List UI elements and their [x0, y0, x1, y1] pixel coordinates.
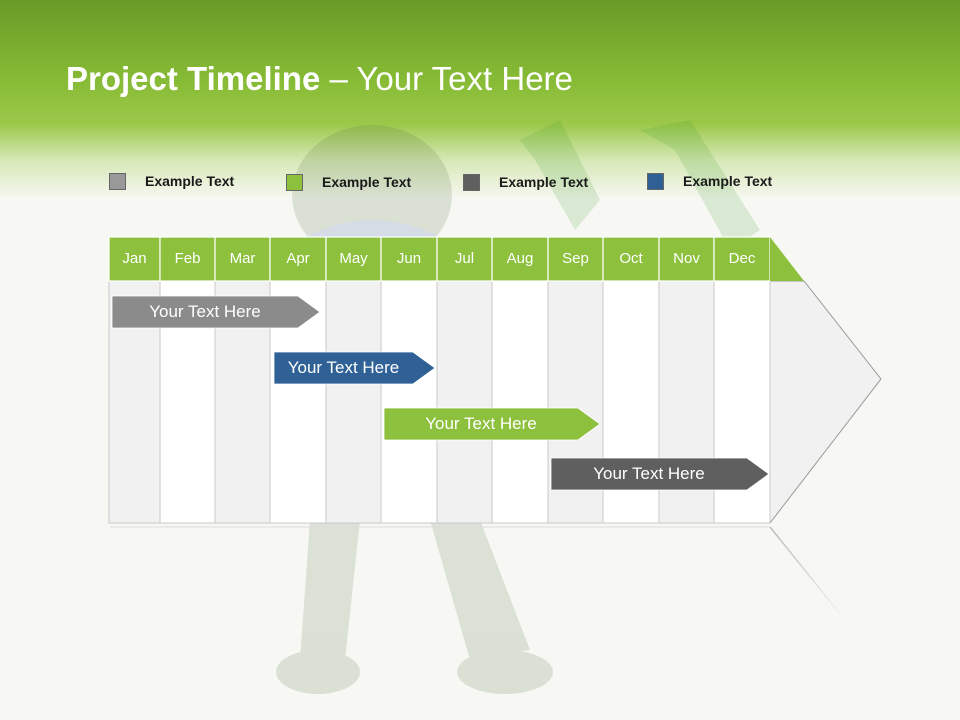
task-label-1: Your Text Here: [149, 302, 261, 321]
timeline-header-tip: [770, 237, 804, 281]
header-band: [0, 0, 960, 200]
slide-title-rest: – Your Text Here: [320, 60, 573, 97]
legend-swatch-1: [109, 172, 126, 190]
month-column-aug: [491, 280, 549, 524]
legend-item-3: Example Text: [463, 172, 588, 192]
month-label-jan: Jan: [122, 250, 147, 267]
month-header-jul: [436, 236, 493, 282]
month-header-mar: [214, 236, 271, 282]
month-header-sep: [547, 236, 604, 282]
month-label-nov: Nov: [673, 250, 700, 267]
month-column-jun: [380, 280, 438, 524]
legend-label-3: Example Text: [499, 174, 589, 190]
task-arrow-2: [273, 351, 436, 385]
legend-item-1: Example Text: [109, 171, 234, 191]
legend-label-4: Example Text: [683, 173, 773, 189]
legend-swatch-2: [286, 173, 303, 191]
legend-label-1: Example Text: [145, 173, 235, 189]
month-label-dec: Dec: [728, 250, 756, 267]
month-label-feb: Feb: [174, 250, 201, 267]
month-label-jun: Jun: [396, 250, 422, 267]
legend-item-4: Example Text: [647, 171, 772, 191]
month-header-apr: [269, 236, 327, 282]
month-header-oct: [602, 236, 660, 282]
month-header-jun: [380, 236, 438, 282]
task-label-3: Your Text Here: [425, 414, 537, 433]
month-column-may: [325, 280, 382, 524]
task-arrow-1: [111, 295, 321, 329]
legend-swatch-4: [647, 172, 664, 190]
month-label-apr: Apr: [286, 250, 310, 267]
month-column-jul: [436, 280, 493, 524]
month-header-aug: [491, 236, 549, 282]
slide-title-bold: Project Timeline: [66, 60, 321, 97]
month-header-dec: [713, 236, 771, 282]
month-label-jul: Jul: [454, 250, 475, 267]
month-label-aug: Aug: [506, 250, 534, 267]
legend-item-2: Example Text: [286, 172, 411, 192]
legend-swatch-3: [463, 173, 480, 191]
month-header-jan: [108, 236, 161, 282]
month-label-may: May: [339, 250, 368, 267]
legend-label-2: Example Text: [322, 174, 412, 190]
timeline-reflection: [108, 526, 846, 621]
task-label-4: Your Text Here: [593, 464, 705, 483]
month-header-nov: [658, 236, 715, 282]
month-label-sep: Sep: [562, 250, 589, 267]
task-arrow-3: [383, 407, 601, 441]
month-label-mar: Mar: [229, 250, 256, 267]
task-arrow-4: [550, 457, 770, 491]
month-header-feb: [159, 236, 216, 282]
task-label-2: Your Text Here: [287, 358, 400, 377]
month-label-oct: Oct: [619, 250, 643, 267]
month-header-may: [325, 236, 382, 282]
slide-title: Project Timeline – Your Text Here: [66, 60, 573, 98]
